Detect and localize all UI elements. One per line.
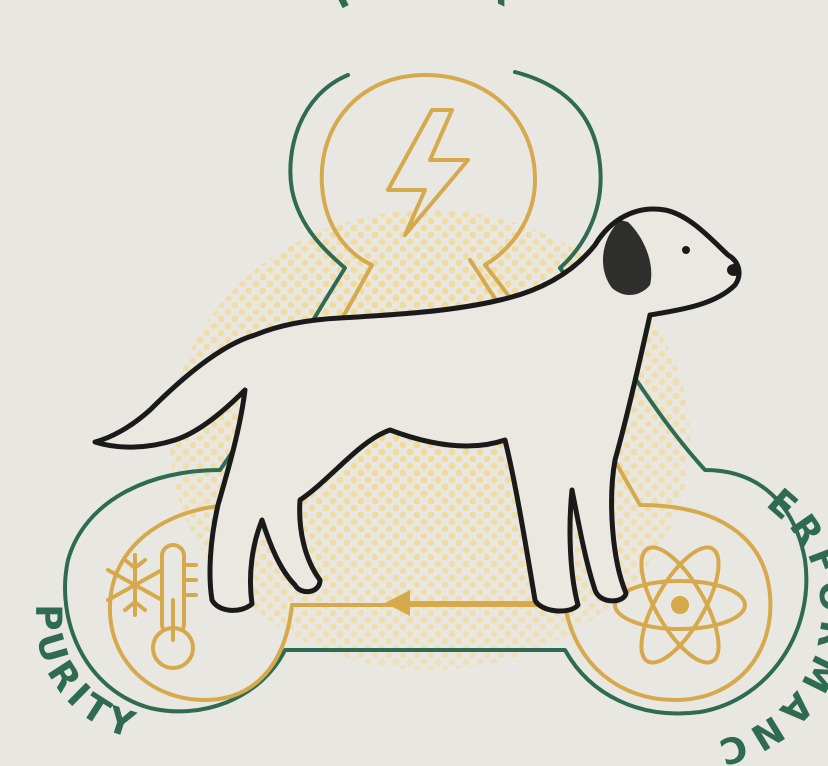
svg-text:PURITY: PURITY	[27, 604, 145, 748]
svg-text:POWER: POWER	[325, 0, 524, 18]
label-power: POWER	[325, 0, 524, 18]
label-purity: PURITY	[27, 604, 145, 748]
